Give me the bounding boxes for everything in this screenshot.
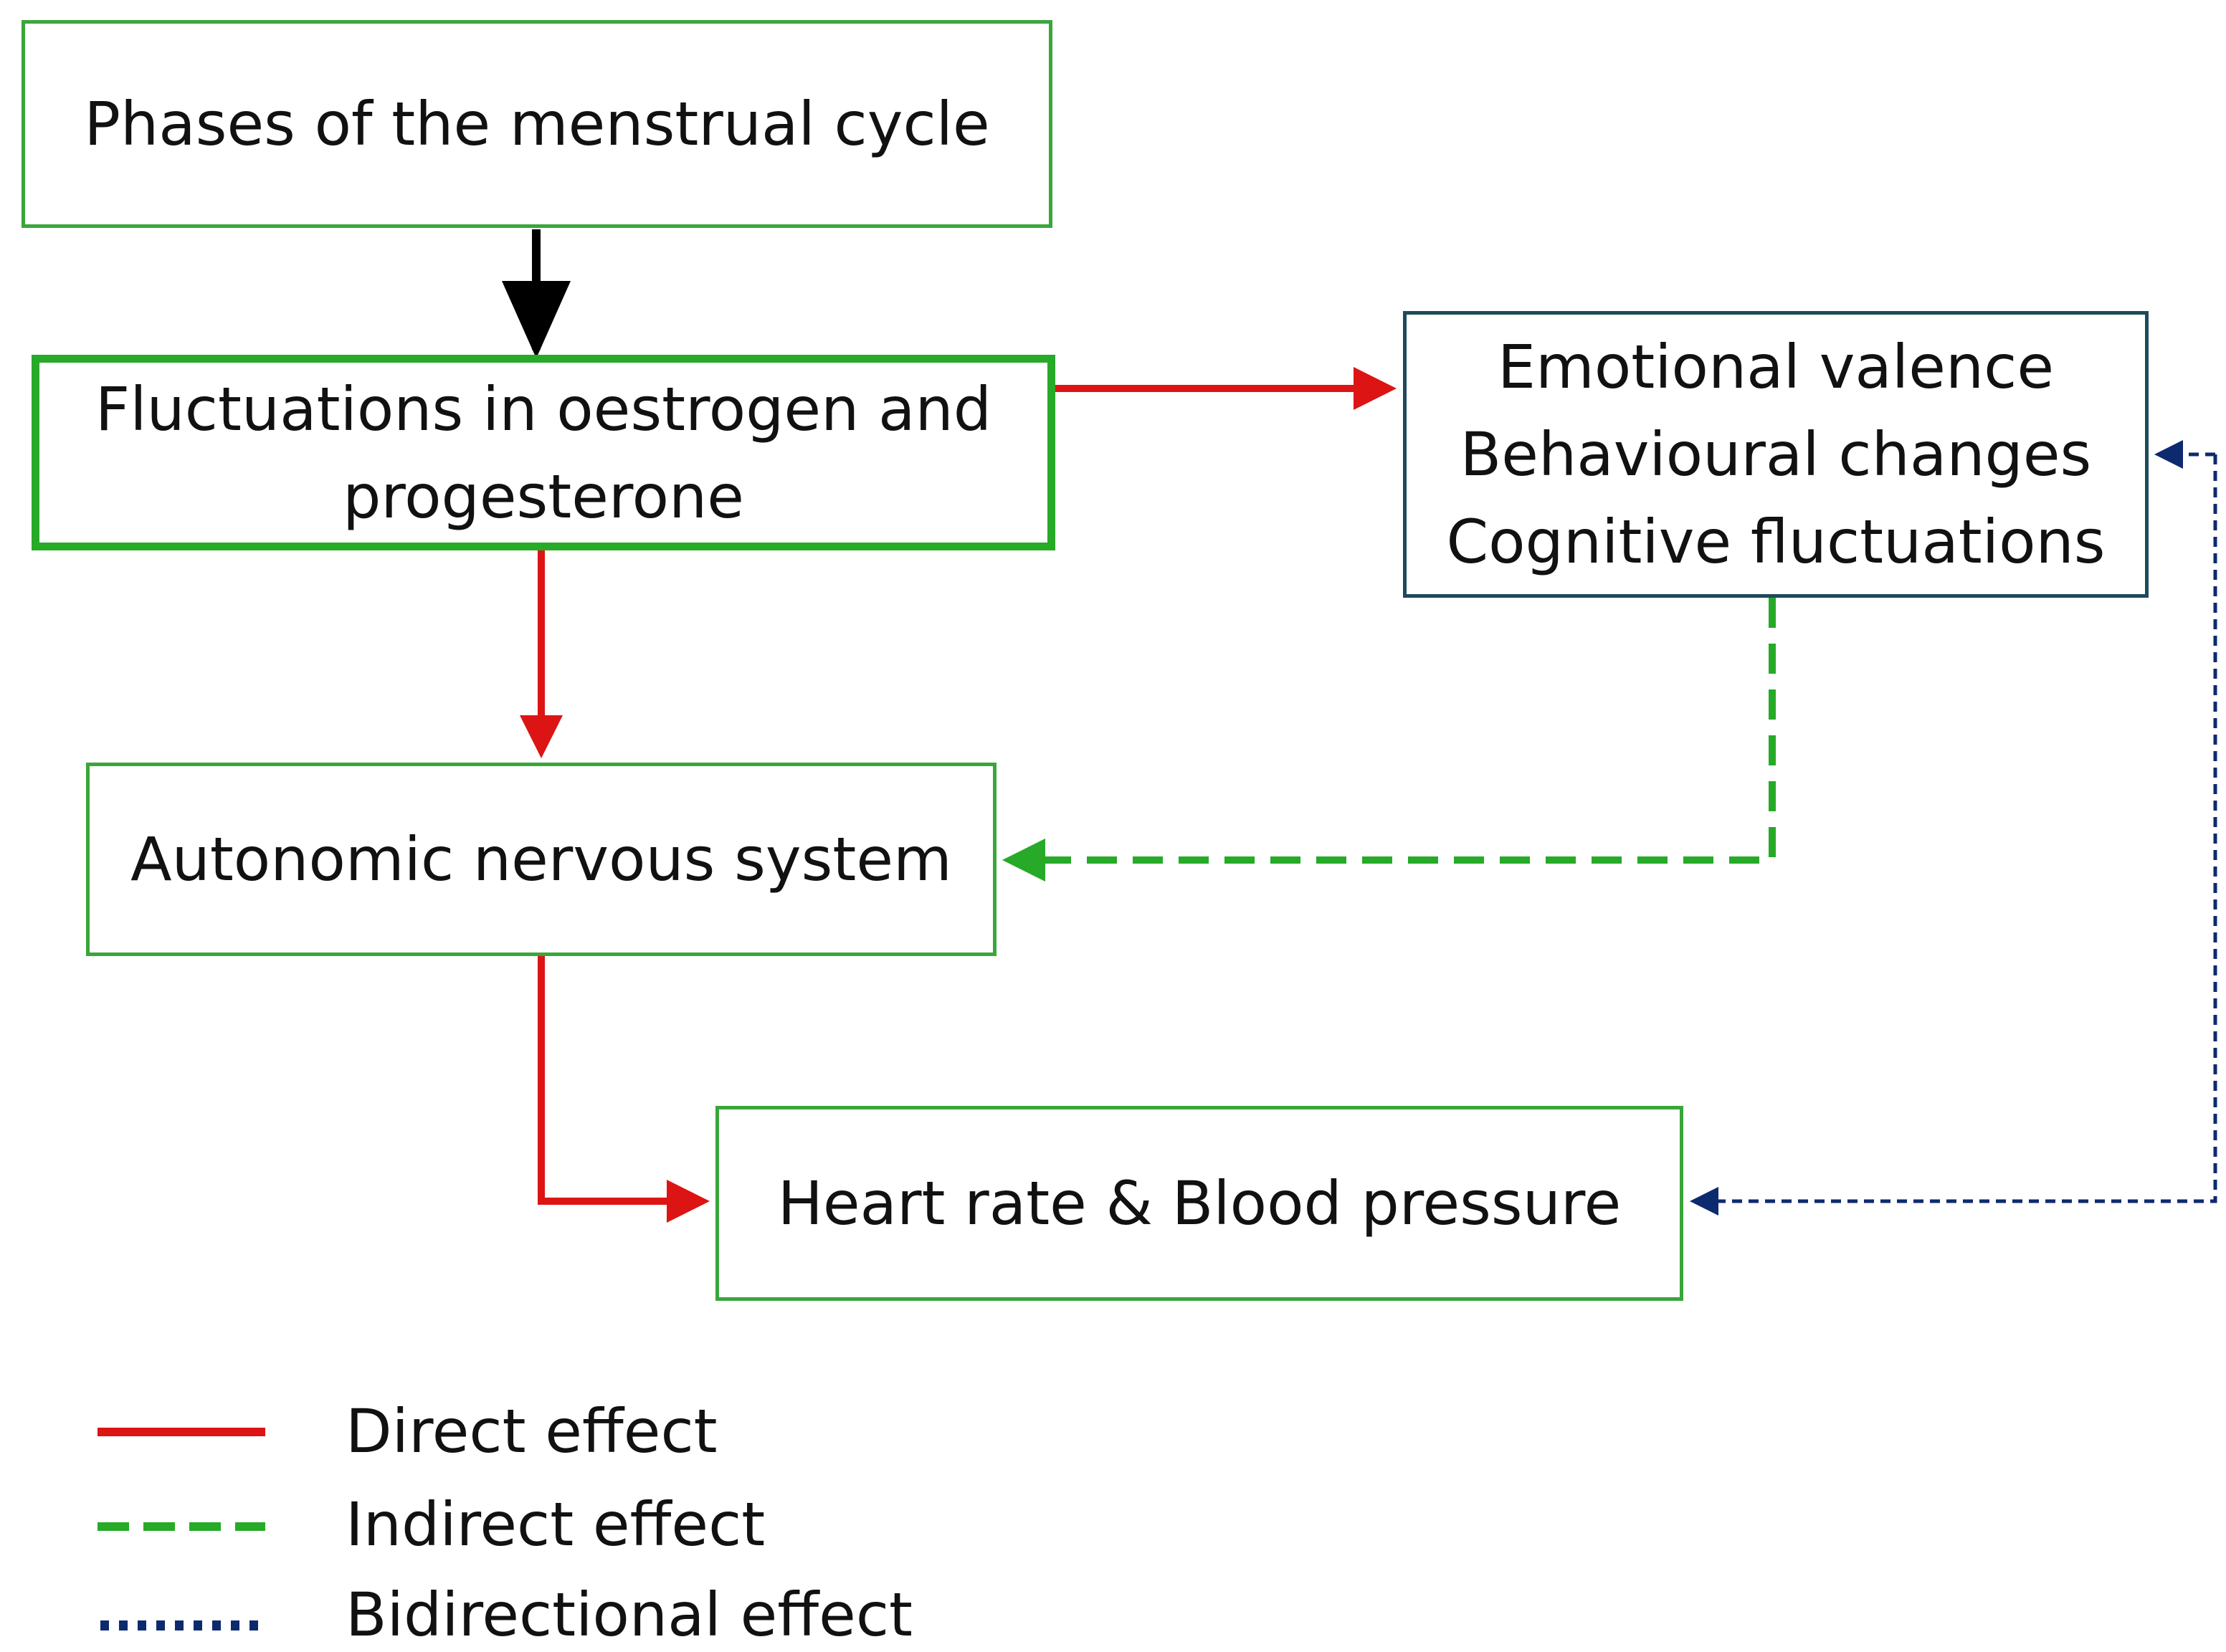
node-hormone-fluctuations-line2: progesterone xyxy=(343,461,744,532)
node-hormone-fluctuations: Fluctuations in oestrogen and progestero… xyxy=(32,355,1055,550)
node-autonomic-nervous-system: Autonomic nervous system xyxy=(86,763,997,956)
node-emotional-line1: Emotional valence xyxy=(1497,332,2054,402)
node-emotional-behavioural-cognitive: Emotional valence Behavioural changes Co… xyxy=(1403,311,2149,598)
node-menstrual-phases-label: Phases of the menstrual cycle xyxy=(84,89,990,159)
arrow-bidirectional-emotional-heart xyxy=(1690,454,2217,1216)
node-heart-rate-blood-pressure: Heart rate & Blood pressure xyxy=(715,1106,1683,1301)
arrow-emotional-to-ans xyxy=(1002,598,1776,882)
node-emotional-line3: Cognitive fluctuations xyxy=(1446,507,2106,577)
legend-label-bidirectional: Bidirectional effect xyxy=(346,1580,913,1650)
node-hormone-fluctuations-line1: Fluctuations in oestrogen and xyxy=(95,373,992,444)
node-heart-label: Heart rate & Blood pressure xyxy=(777,1168,1622,1238)
arrow-ans-to-heart xyxy=(538,956,710,1223)
legend-label-direct: Direct effect xyxy=(346,1396,718,1466)
node-menstrual-phases: Phases of the menstrual cycle xyxy=(22,20,1052,228)
legend-label-indirect: Indirect effect xyxy=(346,1489,766,1560)
node-emotional-line2: Behavioural changes xyxy=(1460,419,2092,490)
node-ans-label: Autonomic nervous system xyxy=(130,824,952,894)
